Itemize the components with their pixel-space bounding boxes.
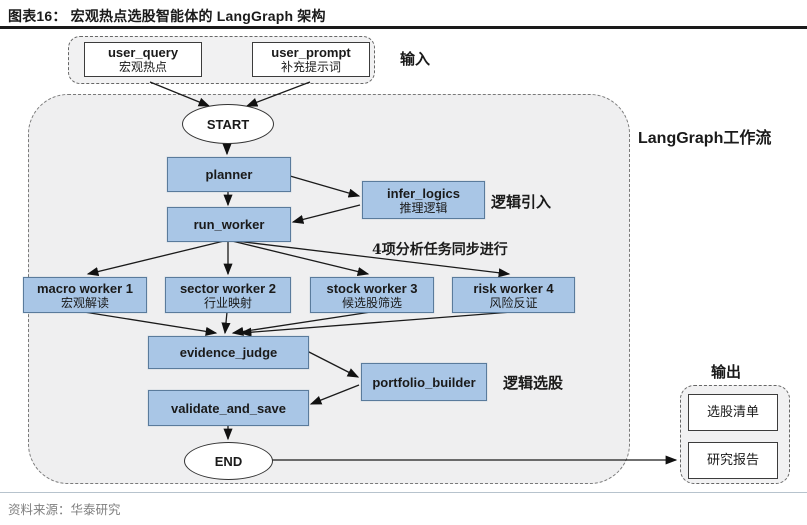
footer-divider — [0, 492, 807, 493]
node-start-label: START — [206, 116, 250, 132]
portfolio-builder-side-label: 逻辑选股 — [503, 374, 564, 392]
figure-title: 图表16： 宏观热点选股智能体的 LangGraph 架构 — [8, 8, 326, 24]
node-stock-list-label: 选股清单 — [706, 404, 759, 420]
node-user-query: user_query 宏观热点 — [84, 42, 202, 77]
node-planner-label: planner — [205, 167, 253, 182]
node-macro-worker-1-label: macro worker 1 — [36, 280, 134, 296]
node-stock-list: 选股清单 — [688, 394, 778, 431]
node-user-query-sublabel: 宏观热点 — [118, 60, 167, 74]
node-user-query-label: user_query — [107, 45, 179, 60]
node-sector-worker-2-label: sector worker 2 — [179, 280, 277, 296]
node-risk-worker-4: risk worker 4 风险反证 — [452, 277, 575, 313]
node-infer-logics: infer_logics 推理逻辑 — [362, 181, 485, 219]
node-risk-worker-4-sublabel: 风险反证 — [489, 295, 538, 310]
node-run-worker: run_worker — [167, 207, 291, 242]
title-divider — [0, 26, 807, 29]
node-validate-and-save: validate_and_save — [148, 390, 309, 426]
node-end: END — [184, 442, 273, 480]
node-sector-worker-2-sublabel: 行业映射 — [203, 295, 252, 310]
parallel-tasks-note: 4项分析任务同步进行 — [372, 242, 508, 258]
input-label: 输入 — [400, 50, 431, 68]
node-portfolio-builder-label: portfolio_builder — [372, 374, 476, 390]
node-macro-worker-1: macro worker 1 宏观解读 — [23, 277, 147, 313]
node-validate-and-save-label: validate_and_save — [171, 400, 286, 416]
node-stock-worker-3: stock worker 3 候选股筛选 — [310, 277, 434, 313]
node-evidence-judge: evidence_judge — [148, 336, 309, 369]
node-macro-worker-1-sublabel: 宏观解读 — [60, 295, 109, 310]
node-run-worker-label: run_worker — [193, 217, 265, 232]
node-planner: planner — [167, 157, 291, 192]
infer-logics-side-label: 逻辑引入 — [491, 193, 552, 211]
node-end-label: END — [214, 453, 243, 469]
source-note: 资料来源：华泰研究 — [8, 502, 121, 517]
node-research-report-label: 研究报告 — [706, 452, 759, 468]
node-user-prompt-sublabel: 补充提示词 — [280, 60, 341, 74]
node-infer-logics-label: infer_logics — [387, 185, 460, 201]
node-portfolio-builder: portfolio_builder — [361, 363, 487, 401]
node-risk-worker-4-label: risk worker 4 — [473, 280, 554, 296]
node-start: START — [182, 104, 274, 144]
node-research-report: 研究报告 — [688, 442, 778, 479]
node-stock-worker-3-label: stock worker 3 — [326, 280, 418, 296]
output-label: 输出 — [711, 363, 742, 381]
node-user-prompt: user_prompt 补充提示词 — [252, 42, 370, 77]
node-sector-worker-2: sector worker 2 行业映射 — [165, 277, 291, 313]
node-stock-worker-3-sublabel: 候选股筛选 — [341, 295, 402, 310]
node-user-prompt-label: user_prompt — [271, 45, 351, 60]
node-evidence-judge-label: evidence_judge — [179, 345, 278, 360]
workflow-label: LangGraph工作流 — [638, 130, 772, 147]
node-infer-logics-sublabel: 推理逻辑 — [399, 200, 448, 215]
